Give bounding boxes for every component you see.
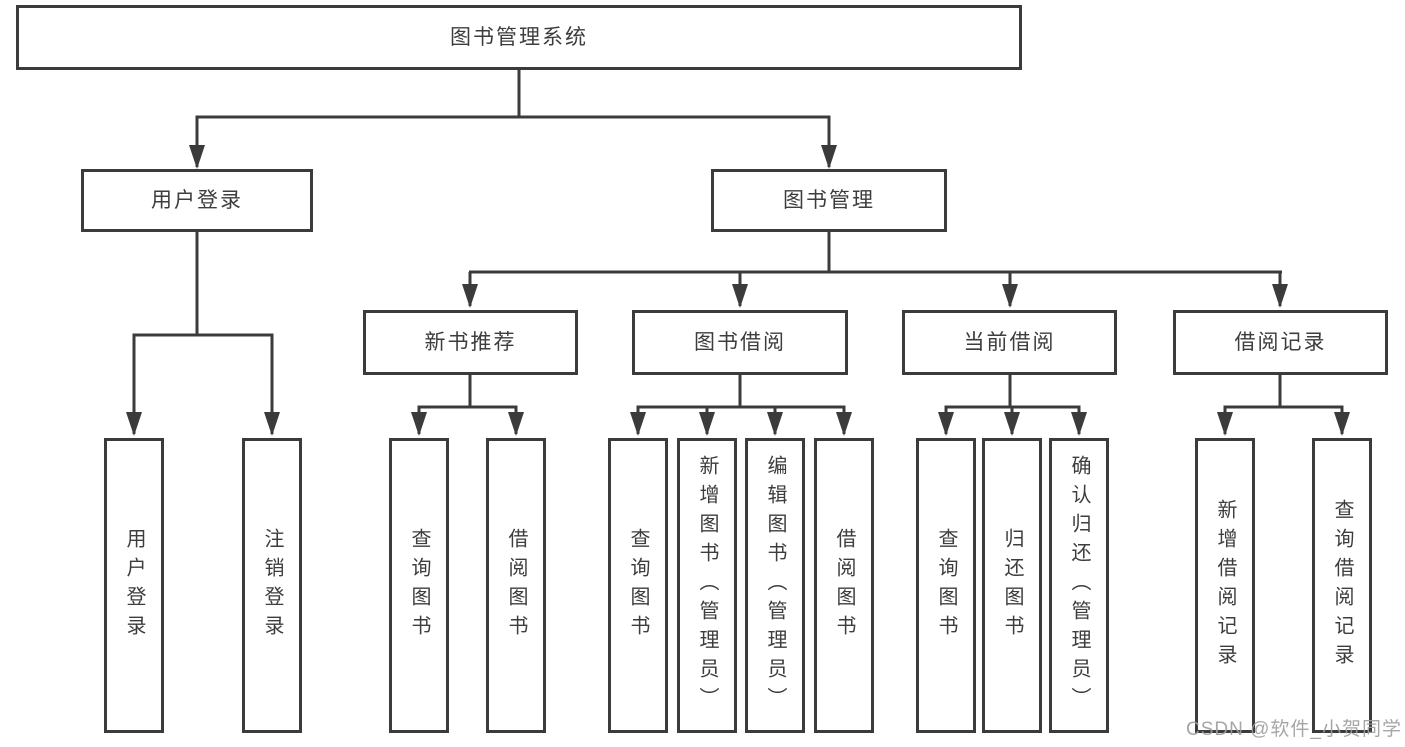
node-leaf-logout: 注销登录: [242, 438, 302, 733]
node-book-management: 图书管理: [711, 169, 947, 232]
node-leaf-borrow-books-borrowing: 借阅图书: [814, 438, 874, 733]
node-leaf-query-books-current: 查询图书: [916, 438, 976, 733]
node-current-borrowing: 当前借阅: [902, 310, 1117, 375]
node-new-book-recommendation: 新书推荐: [363, 310, 578, 375]
node-leaf-user-login: 用户登录: [104, 438, 164, 733]
node-leaf-confirm-return-admin: 确认归还（管理员）: [1049, 438, 1109, 733]
node-book-borrowing: 图书借阅: [632, 310, 848, 375]
node-leaf-return-books: 归还图书: [982, 438, 1042, 733]
node-leaf-add-books-admin: 新增图书（管理员）: [677, 438, 737, 733]
node-leaf-query-borrow-record: 查询借阅记录: [1312, 438, 1372, 733]
node-leaf-borrow-books-recommendation: 借阅图书: [486, 438, 546, 733]
node-borrowing-records: 借阅记录: [1173, 310, 1388, 375]
csdn-watermark: CSDN @软件_小贺同学: [1186, 719, 1402, 740]
node-user-login: 用户登录: [81, 169, 313, 232]
node-library-management-system: 图书管理系统: [16, 5, 1022, 70]
node-leaf-edit-books-admin: 编辑图书（管理员）: [745, 438, 805, 733]
node-leaf-query-books-recommendation: 查询图书: [389, 438, 449, 733]
node-leaf-query-books-borrowing: 查询图书: [608, 438, 668, 733]
node-leaf-add-borrow-record: 新增借阅记录: [1195, 438, 1255, 733]
